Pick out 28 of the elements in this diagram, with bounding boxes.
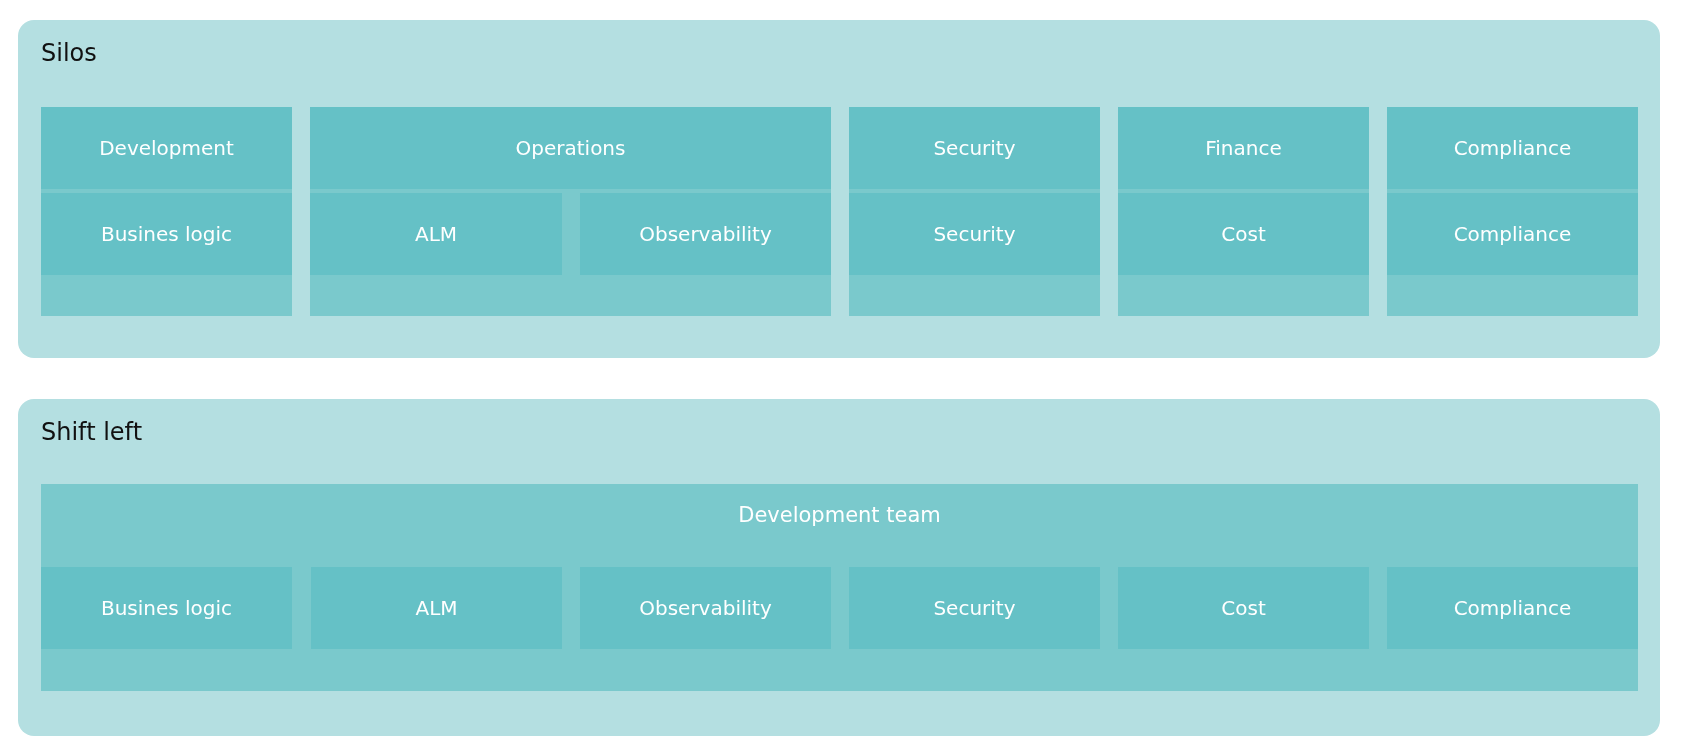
panel-title: Shift left xyxy=(41,418,143,446)
capability-tile: ALM xyxy=(311,567,562,649)
capability-tile: Cost xyxy=(1118,193,1369,275)
capability-tile: Busines logic xyxy=(41,567,292,649)
team-column xyxy=(849,107,1100,316)
band-heading: Development team xyxy=(738,502,941,528)
capability-tile: Security xyxy=(849,193,1100,275)
team-column xyxy=(310,107,831,316)
capability-tile: Security xyxy=(849,567,1100,649)
capability-tile: Compliance xyxy=(1387,107,1638,189)
capability-tile: Security xyxy=(849,107,1100,189)
capability-tile: Observability xyxy=(580,193,831,275)
capability-tile: Compliance xyxy=(1387,193,1638,275)
capability-tile: ALM xyxy=(310,193,562,275)
panel-title: Silos xyxy=(41,39,97,67)
capability-tile: Observability xyxy=(580,567,831,649)
capability-tile: Operations xyxy=(310,107,831,189)
team-column xyxy=(41,107,292,316)
group-panel xyxy=(18,20,1660,358)
team-band xyxy=(41,484,1638,691)
capability-tile: Busines logic xyxy=(41,193,292,275)
team-column xyxy=(1387,107,1638,316)
capability-tile: Compliance xyxy=(1387,567,1638,649)
capability-tile: Cost xyxy=(1118,567,1369,649)
team-column xyxy=(1118,107,1369,316)
group-panel xyxy=(18,399,1660,736)
capability-tile: Finance xyxy=(1118,107,1369,189)
capability-tile: Development xyxy=(41,107,292,189)
